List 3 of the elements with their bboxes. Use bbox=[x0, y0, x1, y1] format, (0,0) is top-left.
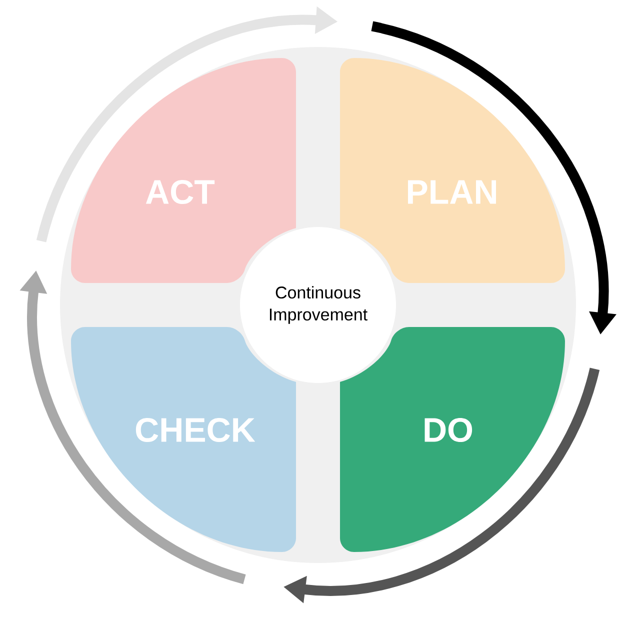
quadrant: DO bbox=[340, 327, 565, 552]
quadrant: PLAN bbox=[340, 58, 565, 283]
quadrant: CHECK bbox=[71, 327, 296, 552]
